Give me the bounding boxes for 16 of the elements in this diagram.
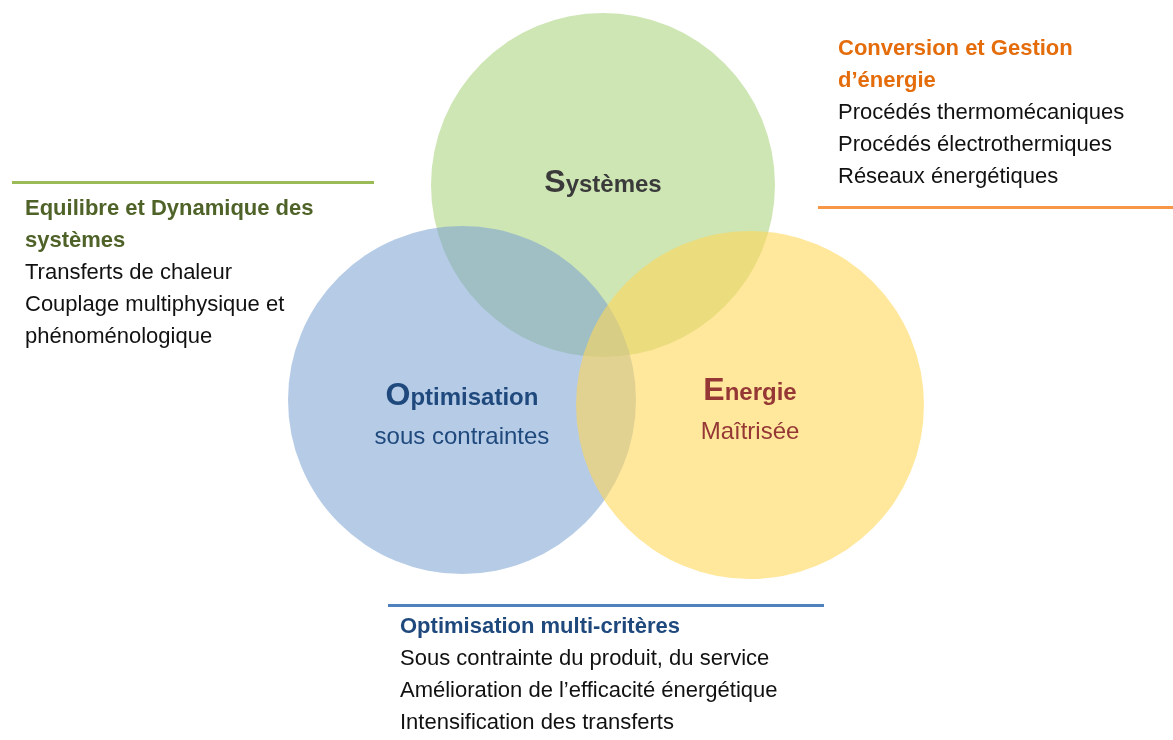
list-item: Amélioration de l’efficacité énergétique — [400, 676, 779, 704]
circle-title: Systèmes — [543, 163, 663, 200]
section-heading: Conversion et Gestion d’énergie — [838, 34, 1074, 94]
circle-subtitle: sous contraintes — [373, 422, 551, 450]
list-item: Couplage multiphysique et phénoménologique — [25, 290, 286, 350]
list-item: Sous contrainte du produit, du service — [400, 644, 771, 672]
circle-subtitle: Maîtrisée — [699, 417, 801, 445]
list-item: Réseaux énergétiques — [838, 162, 1060, 190]
section-heading: Equilibre et Dynamique des systèmes — [25, 194, 315, 254]
section-heading: Optimisation multi-critères — [400, 612, 681, 640]
list-item: Procédés thermomécaniques — [838, 98, 1126, 126]
list-item: Procédés électrothermiques — [838, 130, 1113, 158]
circle-title: Energie — [702, 371, 798, 408]
list-item: Intensification des transferts — [400, 708, 675, 736]
circle-title: Optimisation — [384, 376, 540, 413]
list-item: Transferts de chaleur — [25, 258, 234, 286]
